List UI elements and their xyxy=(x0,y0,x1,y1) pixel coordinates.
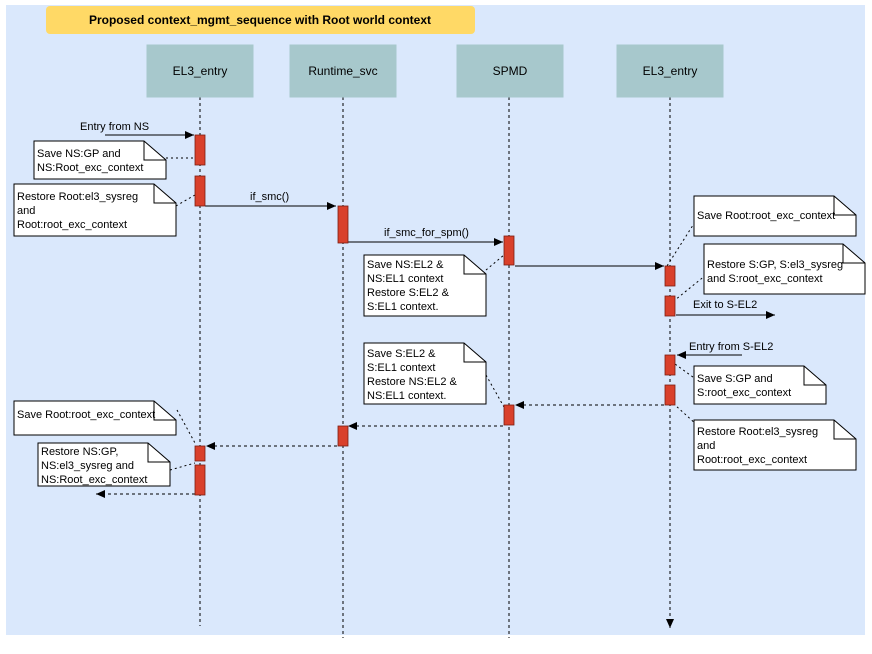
activation-el3-left-2 xyxy=(194,175,206,207)
svg-text:Root:root_exc_context: Root:root_exc_context xyxy=(697,454,807,466)
svg-text:NS:Root_exc_context: NS:Root_exc_context xyxy=(41,474,147,486)
note-restore-s-gp: Restore S:GP, S:el3_sysreg and S:root_ex… xyxy=(703,243,866,295)
diagram-title: Proposed context_mgmt_sequence with Root… xyxy=(89,13,431,27)
svg-text:NS:el3_sysreg and: NS:el3_sysreg and xyxy=(41,460,134,472)
svg-text:Restore S:EL2 &: Restore S:EL2 & xyxy=(367,287,450,299)
svg-text:NS:EL1 context: NS:EL1 context xyxy=(367,273,443,285)
message-entry-from-ns-label: Entry from NS xyxy=(80,121,149,133)
svg-text:Save NS:GP and: Save NS:GP and xyxy=(37,148,121,160)
lifeline-header-el3-entry-right: EL3_entry xyxy=(616,44,724,98)
svg-text:Restore Root:el3_sysreg: Restore Root:el3_sysreg xyxy=(17,191,138,203)
svg-text:Root:root_exc_context: Root:root_exc_context xyxy=(17,219,127,231)
svg-text:and: and xyxy=(697,440,715,452)
activation-el3-right-3 xyxy=(664,354,676,376)
svg-text:Restore S:GP, S:el3_sysreg: Restore S:GP, S:el3_sysreg xyxy=(707,259,843,271)
message-if-smc-for-spm-label: if_smc_for_spm() xyxy=(384,227,469,239)
svg-text:Save Root:root_exc_context: Save Root:root_exc_context xyxy=(17,409,155,421)
svg-text:EL3_entry: EL3_entry xyxy=(173,64,228,78)
message-exit-to-sel2-label: Exit to S-EL2 xyxy=(693,299,757,311)
svg-text:and S:root_exc_context: and S:root_exc_context xyxy=(707,273,823,285)
activation-runtime-1 xyxy=(337,205,349,244)
note-save-ns-gp: Save NS:GP and NS:Root_exc_context xyxy=(33,140,167,180)
note-save-ns-el2: Save NS:EL2 & NS:EL1 context Restore S:E… xyxy=(363,254,487,317)
svg-text:Save NS:EL2 &: Save NS:EL2 & xyxy=(367,259,444,271)
message-entry-from-sel2-label: Entry from S-EL2 xyxy=(689,341,773,353)
note-save-s-gp: Save S:GP and S:root_exc_context xyxy=(693,365,827,405)
activation-el3-left-4 xyxy=(194,464,206,496)
svg-text:EL3_entry: EL3_entry xyxy=(643,64,698,78)
svg-text:S:EL1 context.: S:EL1 context. xyxy=(367,301,439,313)
note-save-s-el2: Save S:EL2 & S:EL1 context Restore NS:EL… xyxy=(363,342,487,405)
svg-text:NS:Root_exc_context: NS:Root_exc_context xyxy=(37,162,143,174)
note-restore-root-right: Restore Root:el3_sysreg and Root:root_ex… xyxy=(693,419,857,471)
activation-el3-left-3 xyxy=(194,445,206,462)
note-restore-root-left: Restore Root:el3_sysreg and Root:root_ex… xyxy=(13,183,177,237)
note-save-root-right: Save Root:root_exc_context xyxy=(693,195,857,237)
activation-el3-left-1 xyxy=(194,134,206,166)
activation-el3-right-2 xyxy=(664,295,676,317)
note-connectors xyxy=(166,157,707,471)
activation-spmd-2 xyxy=(503,404,515,426)
svg-text:Save S:EL2 &: Save S:EL2 & xyxy=(367,348,436,360)
lifeline-header-spmd: SPMD xyxy=(456,44,564,98)
lifeline-header-el3-entry-left: EL3_entry xyxy=(146,44,254,98)
svg-text:SPMD: SPMD xyxy=(493,64,528,78)
activation-el3-right-4 xyxy=(664,384,676,406)
svg-text:Restore NS:GP,: Restore NS:GP, xyxy=(41,446,118,458)
note-save-root-left: Save Root:root_exc_context xyxy=(13,400,177,436)
svg-text:and: and xyxy=(17,205,35,217)
note-restore-ns-gp: Restore NS:GP, NS:el3_sysreg and NS:Root… xyxy=(37,442,171,487)
svg-text:S:EL1 context: S:EL1 context xyxy=(367,362,436,374)
activation-el3-right-1 xyxy=(664,265,676,287)
svg-text:Restore NS:EL2 &: Restore NS:EL2 & xyxy=(367,376,458,388)
svg-text:Save Root:root_exc_context: Save Root:root_exc_context xyxy=(697,210,835,222)
svg-text:Runtime_svc: Runtime_svc xyxy=(308,64,377,78)
lifeline-header-runtime-svc: Runtime_svc xyxy=(289,44,397,98)
svg-text:NS:EL1 context.: NS:EL1 context. xyxy=(367,390,447,402)
svg-text:Restore Root:el3_sysreg: Restore Root:el3_sysreg xyxy=(697,426,818,438)
diagram-background xyxy=(6,5,865,635)
svg-text:S:root_exc_context: S:root_exc_context xyxy=(697,387,791,399)
diagram-title-box: Proposed context_mgmt_sequence with Root… xyxy=(46,6,475,34)
activation-runtime-2 xyxy=(337,425,349,447)
svg-text:Save S:GP and: Save S:GP and xyxy=(697,373,773,385)
activation-spmd-1 xyxy=(503,235,515,266)
message-if-smc-label: if_smc() xyxy=(250,191,289,203)
